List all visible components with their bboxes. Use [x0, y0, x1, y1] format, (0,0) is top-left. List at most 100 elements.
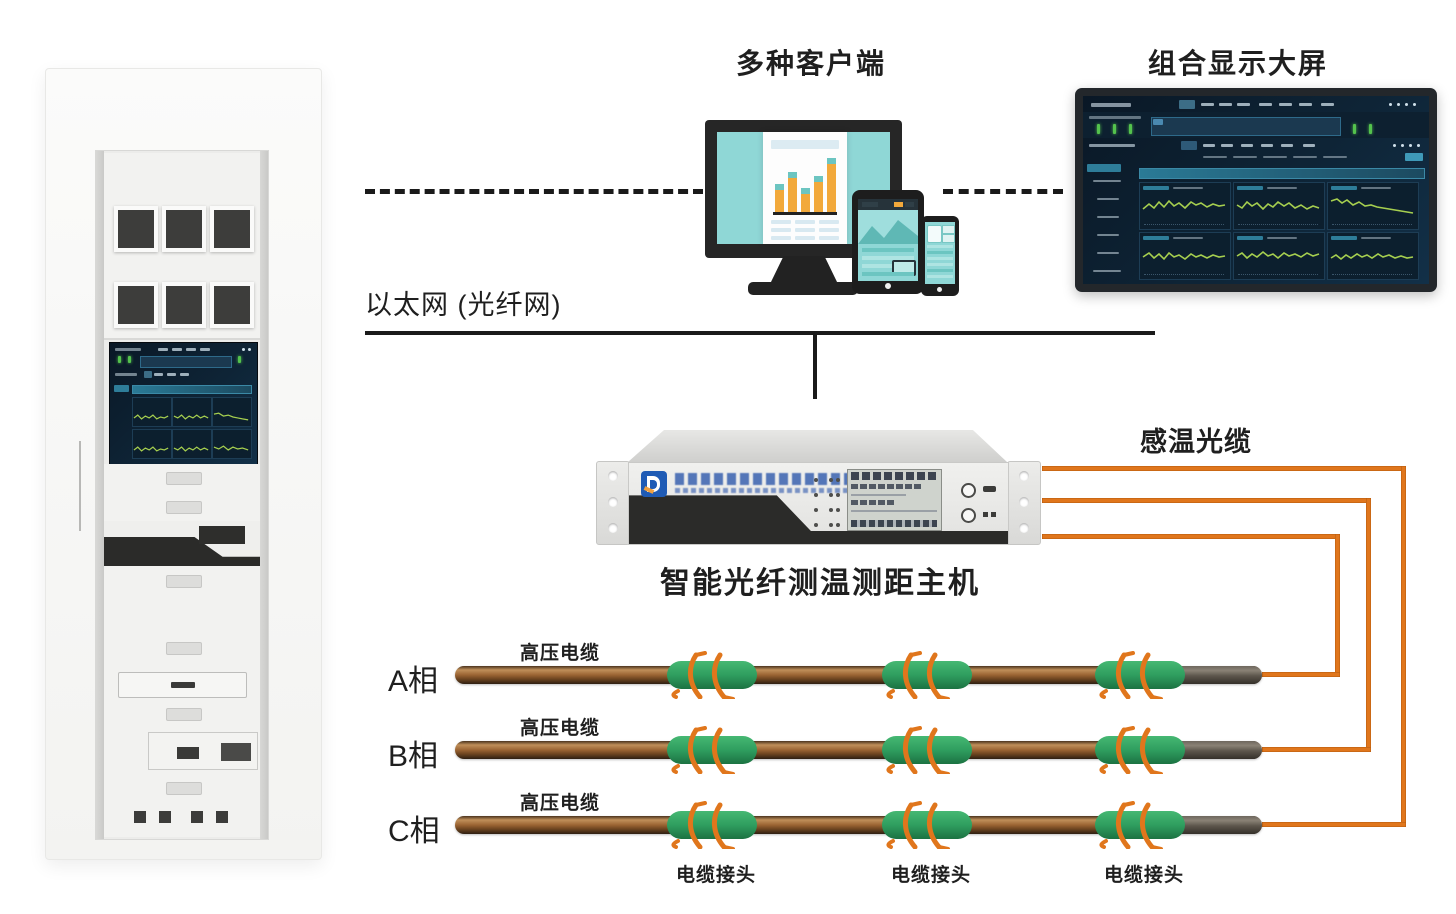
rack-vent [159, 811, 171, 823]
host-lcd [847, 469, 942, 531]
big-screen-label: 组合显示大屏 [1148, 48, 1329, 79]
fiber-cable-c [1042, 466, 1406, 471]
fiber-cable-b [1366, 498, 1371, 752]
client-tablet-screen [858, 199, 918, 281]
cable-joint [882, 801, 972, 849]
phase-label-b: B相 [388, 740, 439, 773]
rack-device-display [199, 526, 245, 544]
cable-joint [667, 801, 757, 849]
dashed-link-right [943, 189, 1063, 194]
fiber-cable-a [1335, 534, 1340, 677]
fiber-cable-b [1042, 498, 1371, 503]
host-button [961, 508, 976, 523]
joint-label: 电缆接头 [1104, 865, 1185, 886]
hv-cable-a [455, 666, 1262, 684]
cable-joint [882, 726, 972, 774]
rack-io-port [221, 743, 251, 761]
rack-io-subpanel [148, 732, 258, 770]
monitor-base [748, 282, 858, 295]
joint-label: 电缆接头 [891, 865, 972, 886]
rack-panel-handle [166, 575, 202, 588]
ethernet-label: 以太网 (光纤网) [365, 290, 562, 320]
host-logo-icon [641, 471, 667, 497]
rack-meter-panel [104, 186, 260, 270]
rack-panel [104, 464, 260, 493]
rack-screen [109, 342, 258, 466]
rack-io-port [177, 747, 199, 759]
rack-panel [104, 636, 260, 661]
phase-label-a: A相 [388, 665, 439, 698]
dashed-link-left [365, 189, 703, 194]
fiber-cable-a [1042, 534, 1340, 539]
rack-meter-window [114, 206, 158, 252]
monitor-bar-chart [773, 156, 837, 215]
rack-meter-window [114, 282, 158, 328]
hv-cable-label-a: 高压电缆 [520, 643, 601, 664]
host-logo-subtext [675, 488, 880, 493]
cable-joint [667, 726, 757, 774]
cable-joint [882, 651, 972, 699]
rack-drawer [104, 659, 260, 705]
hv-cable-label-c: 高压电缆 [520, 793, 601, 814]
tablet-mountain-graphic [858, 210, 918, 244]
rack-meter-window [210, 206, 254, 252]
cable-joint [667, 651, 757, 699]
rack-drawer-handle [171, 682, 195, 688]
rack-panel-handle [166, 472, 202, 485]
host-button [961, 483, 976, 498]
rack-rail-right [260, 151, 268, 839]
rack-drawer-slot [118, 672, 247, 698]
rack-meter-window [162, 282, 206, 328]
cable-joint [1095, 801, 1185, 849]
rack-panel-handle [166, 708, 202, 721]
rack-frame [95, 150, 269, 840]
rack-vent [216, 811, 228, 823]
hv-cable-b [455, 741, 1262, 759]
rack-io-panel [104, 723, 260, 780]
rack-panel [104, 594, 260, 638]
rack-vent-panel [104, 796, 260, 837]
rack-device-unit [104, 521, 260, 568]
host-top-face [628, 430, 1007, 462]
rack-meter-window [162, 206, 206, 252]
fiber-cable-c [1401, 466, 1406, 827]
rack-panel [104, 778, 260, 798]
clients-label: 多种客户端 [736, 48, 887, 79]
rack-rail-left [96, 151, 104, 839]
rack-panel-handle [166, 642, 202, 655]
rack-panel [104, 566, 260, 596]
host-port-icon [983, 486, 996, 492]
rack-vent [134, 811, 146, 823]
rack-vent [191, 811, 203, 823]
cable-joint [1095, 726, 1185, 774]
host-ear-left [596, 461, 630, 545]
host-label: 智能光纤测温测距主机 [660, 567, 980, 600]
joint-label: 电缆接头 [676, 865, 757, 886]
rack-panel [104, 153, 260, 188]
host-ear-right [1007, 461, 1041, 545]
ethernet-drop-line [813, 333, 817, 399]
fiber-cable-c [1262, 822, 1406, 827]
rack-panel [104, 491, 260, 523]
host-device [628, 462, 1009, 545]
client-phone-screen [925, 222, 955, 284]
host-port-icon [983, 512, 988, 517]
fiber-label: 感温光缆 [1140, 427, 1252, 457]
fiber-cable-a [1262, 672, 1340, 677]
host-port-icon [991, 512, 996, 517]
rack-meter-panel [104, 268, 260, 340]
rack-panel-handle [166, 782, 202, 795]
phase-label-c: C相 [388, 815, 440, 848]
fiber-cable-b [1262, 747, 1371, 752]
rack-meter-window [210, 282, 254, 328]
big-screen [1083, 96, 1429, 284]
rack-panel-handle [166, 501, 202, 514]
rack-door-seam [79, 441, 81, 531]
monitor-stand [770, 256, 838, 284]
ethernet-line [365, 331, 1155, 335]
hv-cable-label-b: 高压电缆 [520, 718, 601, 739]
host-logo-text [675, 473, 875, 485]
rack-panel [104, 703, 260, 725]
cable-joint [1095, 651, 1185, 699]
